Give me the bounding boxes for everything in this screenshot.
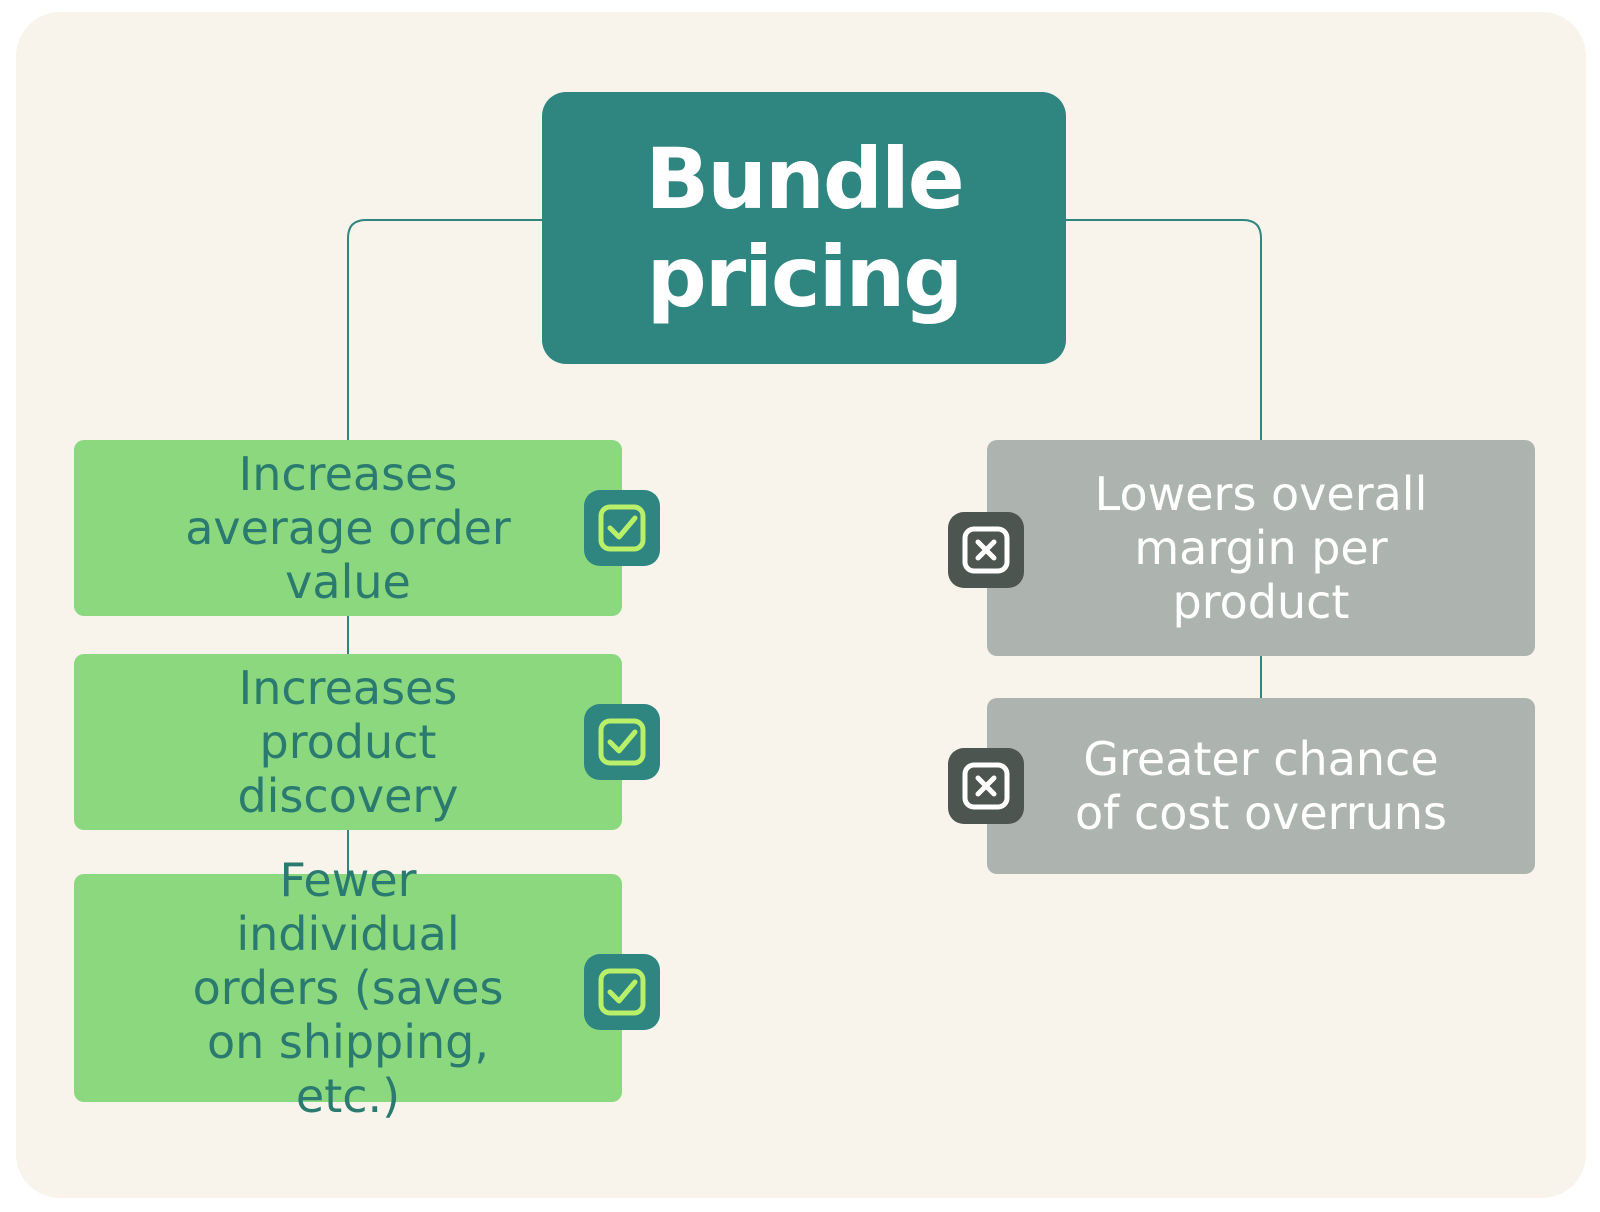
pro-node-product-discovery: Increases product discovery (74, 654, 622, 830)
pro-text: Fewer individual orders (saves on shippi… (192, 853, 504, 1123)
con-text: Lowers overall margin per product (1094, 467, 1428, 629)
x-icon (948, 512, 1024, 588)
check-icon (584, 954, 660, 1030)
con-node-cost-overruns: Greater chance of cost overruns (987, 698, 1535, 874)
check-icon (584, 704, 660, 780)
pro-text: Increases average order value (185, 447, 511, 609)
pro-node-average-order-value: Increases average order value (74, 440, 622, 616)
x-icon (948, 748, 1024, 824)
connector-root-to-pros (347, 219, 542, 440)
check-icon (584, 490, 660, 566)
root-node-bundle-pricing: Bundle pricing (542, 92, 1066, 364)
pro-text: Increases product discovery (237, 661, 459, 823)
pro-node-fewer-orders: Fewer individual orders (saves on shippi… (74, 853, 622, 1123)
con-node-lower-margin: Lowers overall margin per product (987, 440, 1535, 656)
connector-root-to-cons (1066, 219, 1262, 440)
con-text: Greater chance of cost overruns (1075, 732, 1447, 840)
root-title: Bundle pricing (645, 130, 965, 326)
